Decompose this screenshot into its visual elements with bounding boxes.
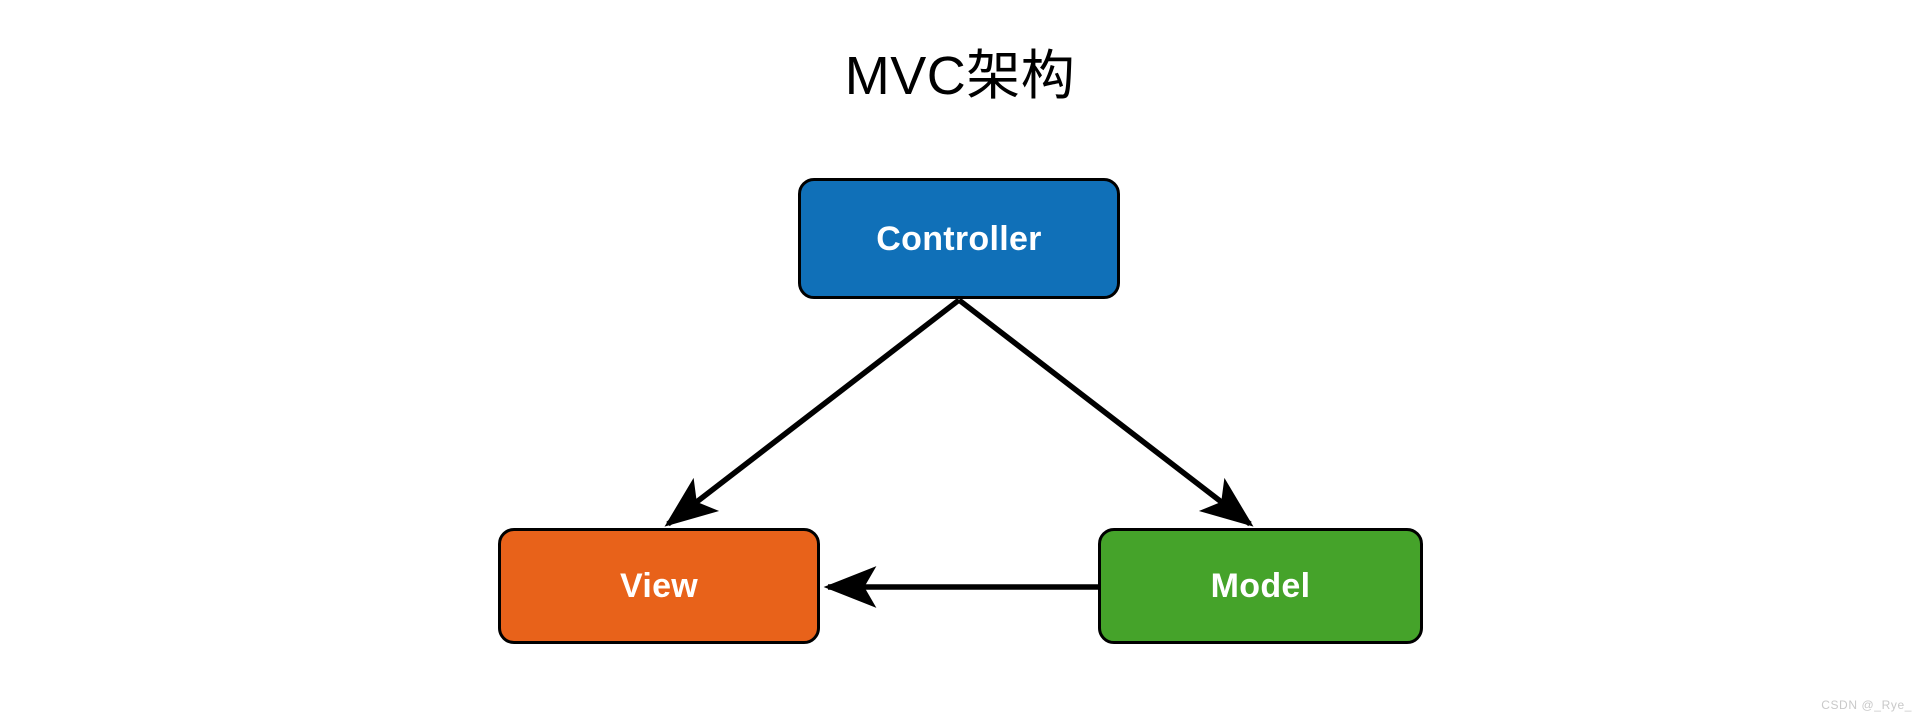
connector-controller-to-view — [664, 297, 961, 527]
page-title: MVC架构 — [844, 46, 1076, 106]
node-model-label: Model — [1210, 567, 1311, 605]
watermark: CSDN @_Rye_ — [1821, 698, 1912, 712]
node-model[interactable]: Model — [1098, 528, 1423, 644]
node-controller[interactable]: Controller — [798, 178, 1120, 299]
node-view[interactable]: View — [498, 528, 820, 644]
connector-controller-to-model — [957, 297, 1254, 527]
node-controller-label: Controller — [876, 219, 1042, 258]
node-view-label: View — [619, 567, 699, 605]
